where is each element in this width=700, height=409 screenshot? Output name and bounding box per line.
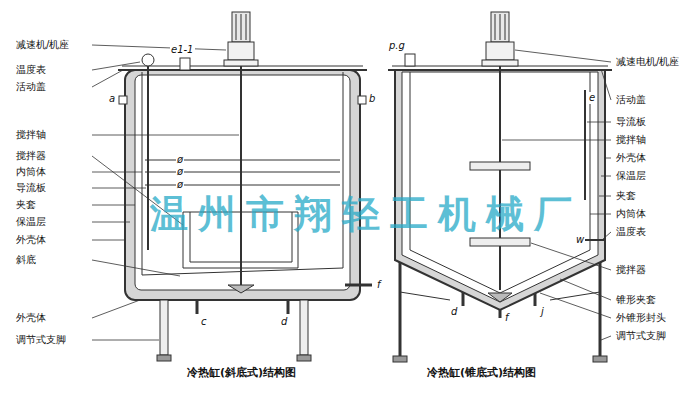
part-label: 斜底 (15, 254, 37, 266)
callout-letter: a (108, 93, 116, 105)
part-label: 保温层 (15, 216, 47, 228)
part-label: 导流板 (615, 116, 647, 128)
callout-letter: d (450, 306, 458, 318)
part-label: 夹套 (615, 190, 637, 202)
callout-letter: ø (176, 179, 184, 191)
part-label: 导流板 (15, 182, 47, 194)
part-label: 活动盖 (615, 94, 647, 106)
callout-letter: ø (176, 166, 184, 178)
part-label: 外壳体 (615, 152, 647, 164)
callout-letter: p.g (388, 40, 406, 52)
callout-letter: j (540, 306, 545, 318)
caption: 冷热缸(斜底式)结构图 (185, 366, 298, 380)
callout-letter: e (588, 92, 596, 104)
callout-letter: f (504, 312, 510, 324)
callout-letter: e1-1 (170, 44, 195, 56)
part-label: 保温层 (615, 170, 647, 182)
part-label: 温度表 (15, 64, 47, 76)
part-label: 搅拌轴 (615, 134, 647, 146)
callout-letter: d (280, 316, 288, 328)
part-label: 搅拌器 (615, 264, 647, 276)
part-label: 减速电机/机座 (615, 56, 680, 68)
callout-letter: b (368, 93, 376, 105)
part-label: 温度表 (615, 226, 647, 238)
part-label: 锥形夹套 (615, 294, 657, 306)
part-label: 调节式支脚 (615, 330, 667, 342)
part-label: 内筒体 (615, 208, 647, 220)
caption: 冷热缸(锥底式)结构图 (425, 366, 538, 380)
part-label: 外壳体 (15, 234, 47, 246)
part-label: 外壳体 (15, 312, 47, 324)
part-label: 活动盖 (15, 81, 47, 93)
part-label: 外锥形封头 (615, 312, 667, 324)
part-label: 搅拌轴 (15, 129, 47, 141)
part-label: 搅拌器 (15, 150, 47, 162)
part-label: 内筒体 (15, 166, 47, 178)
callout-letter: c (200, 316, 208, 328)
part-label: 减速机/机座 (15, 39, 70, 51)
watermark: 温州市翔轻工机械厂 (150, 192, 582, 236)
part-label: 调节式支脚 (15, 334, 67, 346)
callout-letter: ø (176, 154, 184, 166)
callout-letter: f (376, 279, 382, 291)
part-label: 夹套 (15, 199, 37, 211)
